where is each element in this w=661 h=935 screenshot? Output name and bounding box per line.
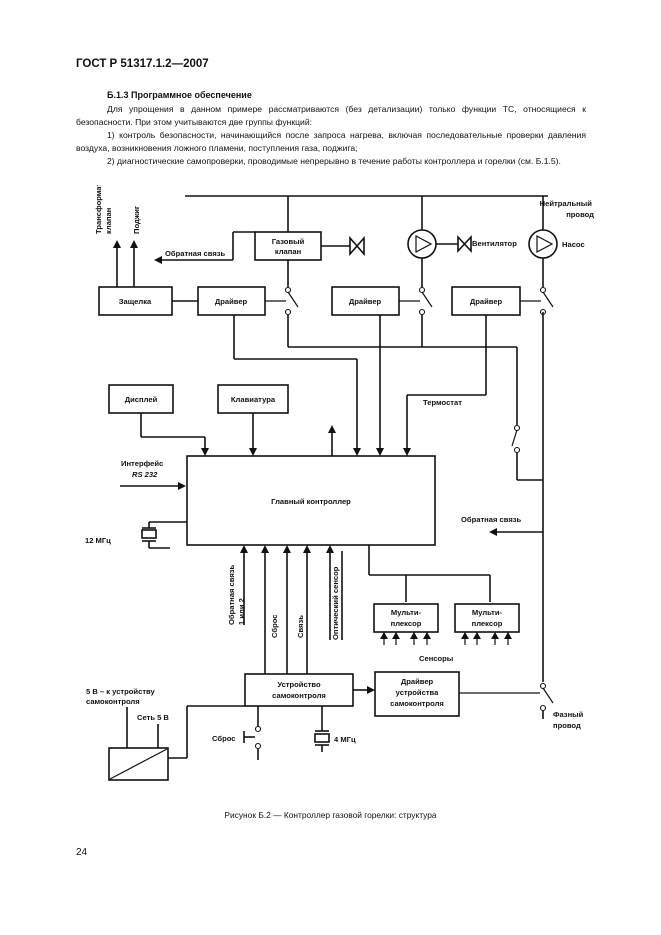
fan-block: Вентилятор bbox=[407, 229, 517, 287]
multiplexer-1: Мульти-плексор bbox=[373, 603, 439, 645]
crystal-4mhz-label: 4 МГц bbox=[334, 735, 356, 744]
power-supply bbox=[108, 705, 245, 781]
mux-bus bbox=[368, 545, 491, 602]
fan-icon bbox=[415, 235, 433, 253]
main-controller: Главный контроллер bbox=[186, 455, 436, 546]
paragraph-intro: Для упрощения в данном примере рассматри… bbox=[76, 104, 586, 127]
figure-caption: Рисунок Б.2 — Контроллер газовой горелки… bbox=[224, 810, 437, 820]
driver-1: Драйвер bbox=[197, 286, 286, 316]
gas-valve-icon bbox=[349, 235, 365, 257]
svg-text:Главный контроллер: Главный контроллер bbox=[271, 497, 351, 506]
driver-signal-lines bbox=[233, 315, 487, 456]
interface-label: Интерфейс RS 232 bbox=[121, 459, 165, 479]
svg-text:Драйвер: Драйвер bbox=[349, 297, 382, 306]
keyboard-block: Клавиатура bbox=[217, 384, 289, 456]
feedback-right: Обратная связь bbox=[461, 515, 543, 536]
thermostat-label: Термостат bbox=[423, 398, 462, 407]
controller-up-link bbox=[328, 425, 336, 456]
supply-5v-label: 5 В – к устройству самоконтроля bbox=[86, 687, 157, 706]
transformer-valve-label: Трансформатор клапан bbox=[94, 185, 113, 234]
feedback-right-label: Обратная связь bbox=[461, 515, 522, 524]
reset-vertical-label: Сброс bbox=[270, 615, 279, 638]
svg-text:Клавиатура: Клавиатура bbox=[231, 395, 276, 404]
svg-text:Мульти-плексор: Мульти-плексор bbox=[472, 608, 503, 628]
fan-label: Вентилятор bbox=[472, 239, 517, 248]
pump-block: Насос bbox=[528, 229, 585, 287]
reset-button-icon bbox=[243, 706, 262, 760]
relay-switches bbox=[284, 286, 554, 347]
crystal-12mhz-label: 12 МГц bbox=[85, 536, 111, 545]
latch-block: Защелка bbox=[98, 240, 198, 316]
sensors-label: Сенсоры bbox=[419, 654, 453, 663]
phase-switch bbox=[539, 682, 554, 719]
feedback-1-2-label: Обратная связь 1 или 2 bbox=[227, 563, 246, 625]
thermostat-switch bbox=[511, 424, 543, 481]
mains-5v-label: Сеть 5 В bbox=[137, 713, 169, 722]
ignition-label: Поджиг bbox=[132, 206, 141, 234]
section-title: Б.1.3 Программное обеспечение bbox=[107, 90, 252, 100]
neutral-bus bbox=[185, 195, 548, 232]
pump-icon bbox=[536, 235, 554, 253]
paragraph-item-1: 1) контроль безопасности, начинающийся п… bbox=[76, 130, 586, 153]
feedback-top-label: Обратная связь bbox=[165, 249, 226, 258]
svg-text:Драйвер: Драйвер bbox=[215, 297, 248, 306]
reset-label: Сброс bbox=[212, 734, 235, 743]
optical-sensor-label: Оптический сенсор bbox=[331, 566, 340, 640]
neutral-wire-label: Нейтральный провод bbox=[540, 199, 595, 219]
link-vertical-label: Связь bbox=[296, 615, 305, 638]
phase-wire-label: Фазный провод bbox=[553, 710, 585, 730]
fan-valve-icon bbox=[457, 234, 472, 254]
driver-3: Драйвер bbox=[451, 286, 541, 316]
page-number: 24 bbox=[76, 847, 88, 858]
pump-label: Насос bbox=[562, 240, 585, 249]
controller-bottom-inputs bbox=[240, 545, 343, 674]
feedback-top: Обратная связь bbox=[154, 231, 255, 264]
svg-text:Защелка: Защелка bbox=[119, 297, 152, 306]
document-header: ГОСТ Р 51317.1.2—2007 bbox=[76, 58, 209, 70]
driver-2: Драйвер bbox=[331, 286, 420, 316]
display-block: Дисплей bbox=[108, 384, 209, 456]
paragraph-item-2: 2) диагностические самопроверки, проводи… bbox=[107, 156, 561, 166]
svg-text:Мульти-плексор: Мульти-плексор bbox=[391, 608, 422, 628]
svg-text:Дисплей: Дисплей bbox=[125, 395, 158, 404]
crystal-12mhz: 12 МГц bbox=[85, 521, 187, 549]
svg-text:Драйвер: Драйвер bbox=[470, 297, 503, 306]
multiplexer-2: Мульти-плексор bbox=[454, 603, 520, 645]
crystal-4mhz: 4 МГц bbox=[314, 706, 356, 752]
relay-feedback-wiring bbox=[288, 346, 518, 425]
